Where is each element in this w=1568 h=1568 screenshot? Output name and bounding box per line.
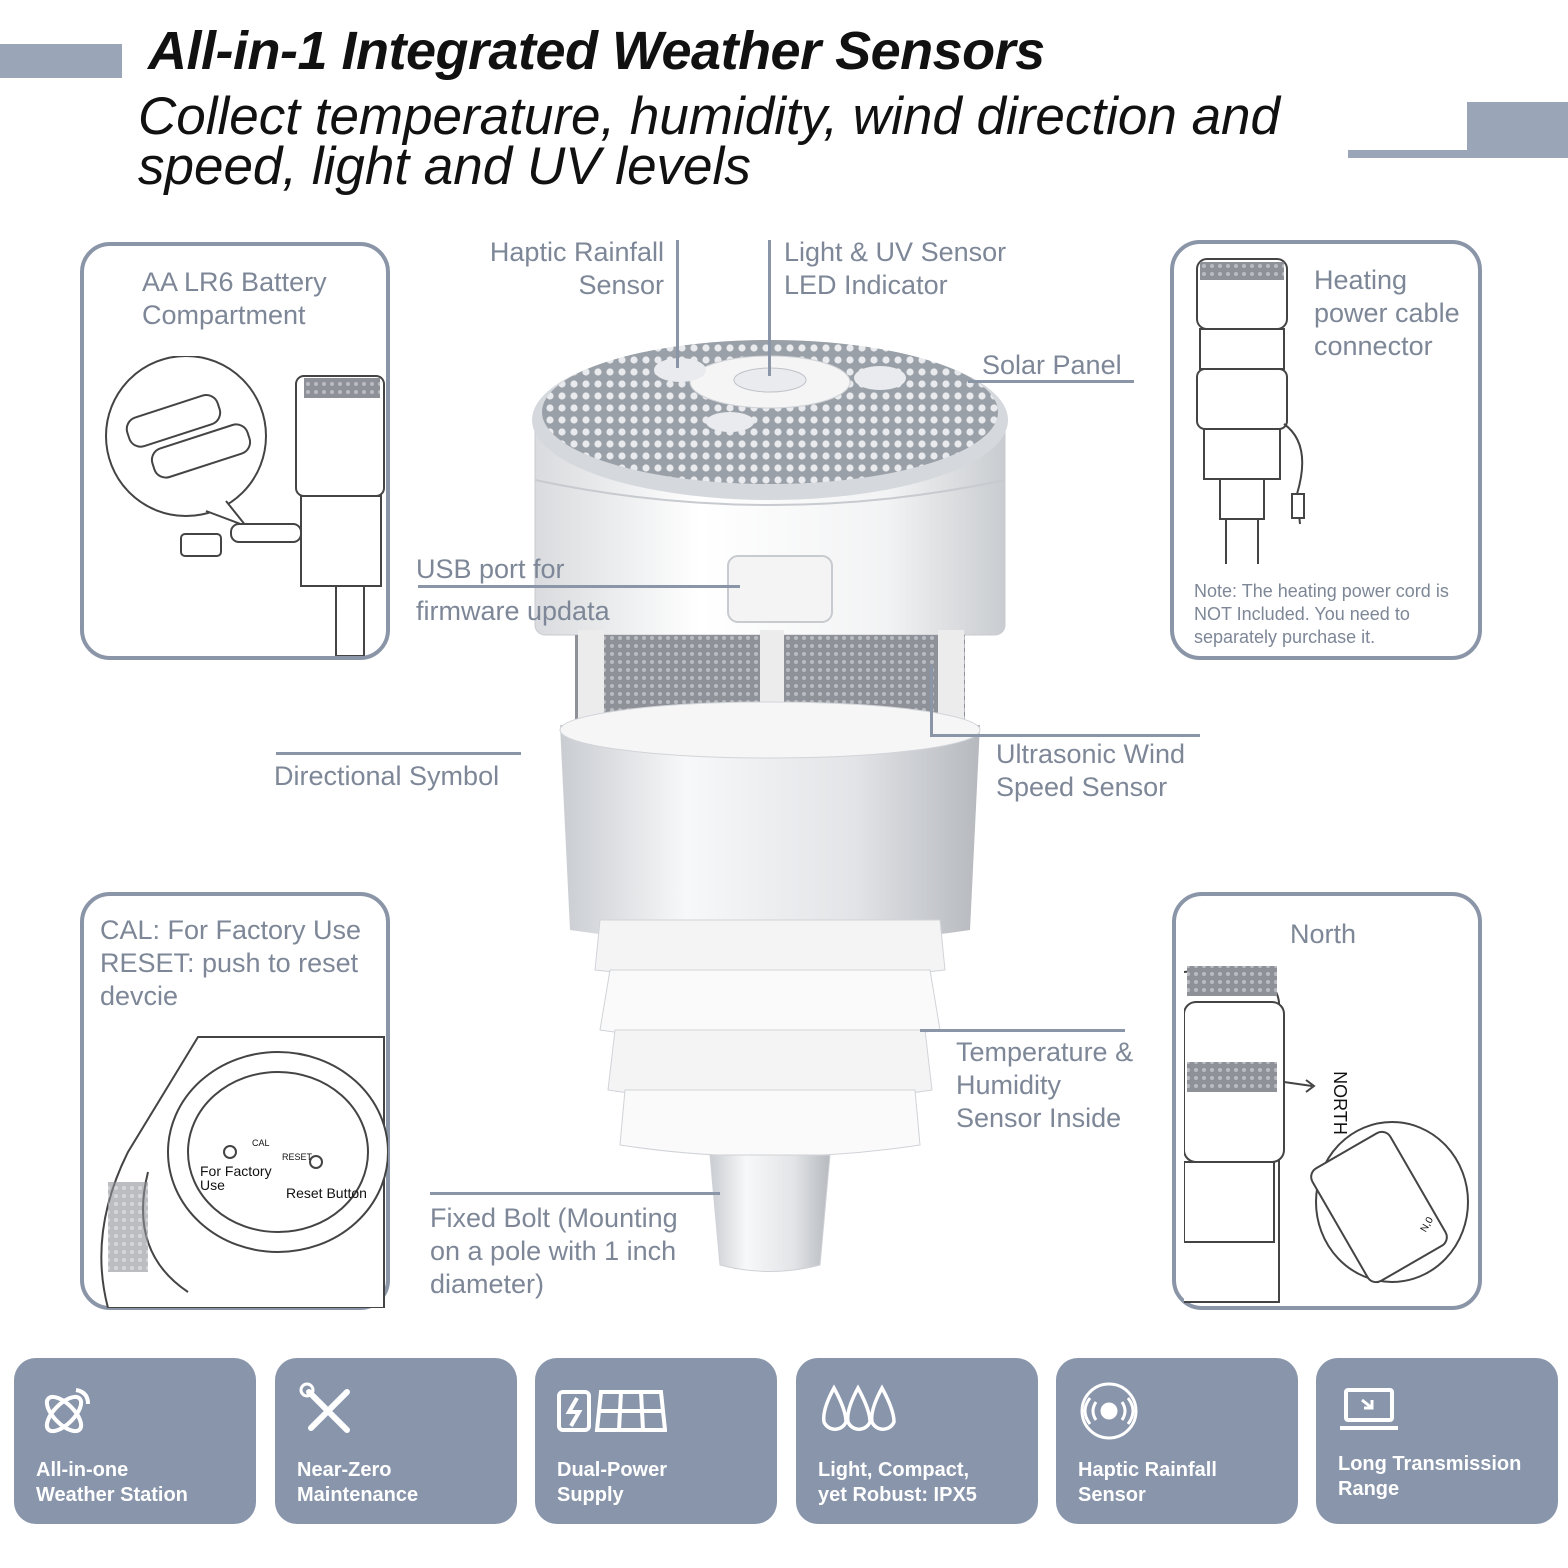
cal-factory-text: CAL: For Factory Use xyxy=(100,915,362,945)
decor-bar-left xyxy=(0,44,122,78)
feature-label: All-in-one Weather Station xyxy=(36,1459,188,1506)
feature-label: Near-Zero Maintenance xyxy=(297,1459,419,1506)
feature-maintenance: Near-Zero Maintenance xyxy=(275,1358,517,1524)
page-title: All-in-1 Integrated Weather Sensors xyxy=(148,21,1045,81)
north-label: North xyxy=(1290,919,1357,949)
fixed-bolt-label: Fixed Bolt (Mounting on a pole with 1 in… xyxy=(430,1203,678,1299)
pointer-line xyxy=(768,240,771,376)
feature-label: Dual-Power Supply xyxy=(557,1459,668,1506)
feature-dual-power: Dual-Power Supply xyxy=(535,1358,777,1524)
light-uv-sensor-label: Light & UV Sensor LED Indicator xyxy=(784,237,1007,300)
feature-label: Haptic Rainfall Sensor xyxy=(1078,1459,1217,1506)
directional-symbol-label: Directional Symbol xyxy=(274,761,500,791)
battery-solar-icon xyxy=(557,1390,667,1432)
weather-sensor-illustration xyxy=(532,340,1008,1272)
north-panel: North NORTH N,0 xyxy=(1172,892,1482,1310)
rainfall-sensor-label: Haptic Rainfall Sensor xyxy=(489,237,664,300)
battery-drawing xyxy=(105,356,385,656)
pointer-line xyxy=(418,585,740,588)
heating-connector-drawing xyxy=(1196,258,1305,564)
haptic-sensor-icon xyxy=(1080,1382,1138,1440)
decor-bar-right xyxy=(1467,102,1568,150)
pointer-line xyxy=(676,240,679,368)
feature-haptic-rainfall: Haptic Rainfall Sensor xyxy=(1056,1358,1298,1524)
heating-note: Note: The heating power cord is NOT Incl… xyxy=(1194,581,1449,647)
battery-compartment-label: AA LR6 Battery Compartment xyxy=(142,267,327,330)
feature-ipx5: Light, Compact, yet Robust: IPX5 xyxy=(796,1358,1038,1524)
cal-mark: CAL xyxy=(252,1138,270,1148)
pointer-line xyxy=(968,380,1134,383)
pointer-line xyxy=(430,1192,720,1195)
bottom-view-drawing xyxy=(100,1036,388,1308)
north-arrow-label: NORTH xyxy=(1329,1071,1350,1135)
factory-use-label: For Factory Use xyxy=(200,1163,272,1193)
feature-all-in-one: All-in-one Weather Station xyxy=(14,1358,256,1524)
reset-mark: RESET xyxy=(282,1152,313,1162)
page-subtitle: Collect temperature, humidity, wind dire… xyxy=(138,87,1281,196)
temperature-humidity-label: Temperature & Humidity Sensor Inside xyxy=(956,1037,1134,1133)
north-orientation-drawing xyxy=(1184,966,1469,1303)
feature-label: Light, Compact, yet Robust: IPX5 xyxy=(818,1459,977,1506)
laptop-icon xyxy=(1340,1388,1398,1430)
reset-button-label: Reset Button xyxy=(286,1185,367,1201)
cal-reset-panel: CAL: For Factory Use RESET: push to rese… xyxy=(80,892,390,1310)
tools-icon xyxy=(299,1382,350,1433)
decor-line-right xyxy=(1348,150,1568,158)
pointer-line xyxy=(276,752,521,755)
water-drops-icon xyxy=(821,1384,896,1431)
reset-instruction-text: RESET: push to reset devcie xyxy=(100,948,359,1011)
pointer-line xyxy=(930,734,1200,737)
pointer-line xyxy=(930,665,933,735)
heating-cable-label: Heating power cable connector xyxy=(1314,265,1460,361)
ultrasonic-wind-label: Ultrasonic Wind Speed Sensor xyxy=(996,739,1186,802)
battery-panel: AA LR6 Battery Compartment xyxy=(80,242,390,660)
satellite-icon xyxy=(44,1388,90,1434)
pointer-line xyxy=(920,1029,1125,1032)
usb-port-label: USB port for firmware updata xyxy=(416,554,610,626)
feature-transmission: Long Transmission Range xyxy=(1316,1358,1558,1524)
heating-panel: Heating power cable connector Note: The … xyxy=(1170,240,1482,660)
solar-panel-label: Solar Panel xyxy=(982,350,1122,380)
feature-label: Long Transmission Range xyxy=(1338,1453,1522,1500)
